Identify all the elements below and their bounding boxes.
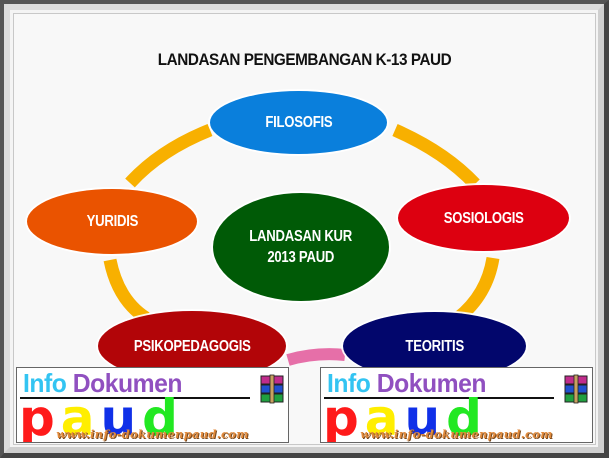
watermark-word-info: Info bbox=[327, 368, 371, 398]
watermark-divider bbox=[324, 397, 554, 399]
letter-p: p bbox=[19, 389, 61, 443]
node-filosofis-label: FILOSOFIS bbox=[264, 114, 333, 131]
center-line-1: LANDASAN KUR bbox=[249, 228, 353, 245]
watermark-logo-left: Info Dokumen paud www.info-dokumenpaud.c… bbox=[16, 367, 289, 443]
letter-u: u bbox=[404, 389, 447, 443]
watermark-heading: Info Dokumen bbox=[327, 369, 486, 397]
node-yuridis: YURIDIS bbox=[27, 189, 197, 254]
watermark-url: www.info-dokumenpaud.com bbox=[56, 427, 249, 441]
arc-psikopedagogis-teoritis bbox=[286, 348, 346, 366]
node-filosofis: FILOSOFIS bbox=[210, 91, 387, 154]
letter-a: a bbox=[60, 389, 101, 443]
watermark-paud: paud bbox=[19, 393, 184, 442]
letter-u: u bbox=[100, 389, 143, 443]
node-teoritis-label: TEORITIS bbox=[405, 337, 464, 355]
watermark-divider bbox=[20, 397, 250, 399]
center-line-2: 2013 PAUD bbox=[267, 249, 335, 266]
watermark-url: www.info-dokumenpaud.com bbox=[360, 427, 553, 441]
watermark-logo-right: Info Dokumen paud www.info-dokumenpaud.c… bbox=[320, 367, 593, 443]
arc-filosofis-yuridis bbox=[125, 123, 213, 188]
arc-filosofis-sosiologis bbox=[392, 124, 480, 189]
node-psikopedagogis-label: PSIKOPEDAGOGIS bbox=[133, 337, 251, 355]
watermark-word-dokumen: Dokumen bbox=[72, 368, 183, 398]
node-sosiologis: SOSIOLOGIS bbox=[398, 185, 569, 251]
watermark-word-dokumen: Dokumen bbox=[376, 368, 487, 398]
watermark-heading: Info Dokumen bbox=[23, 369, 182, 397]
winrar-archive-icon bbox=[564, 374, 588, 404]
node-sosiologis-label: SOSIOLOGIS bbox=[443, 209, 524, 227]
diagram-title: LANDASAN PENGEMBANGAN K-13 PAUD bbox=[157, 50, 452, 69]
letter-a: a bbox=[364, 389, 405, 443]
node-yuridis-label: YURIDIS bbox=[86, 213, 138, 230]
arc-yuridis-psikopedagogis bbox=[103, 258, 150, 324]
letter-p: p bbox=[323, 389, 365, 443]
node-center: LANDASAN KUR 2013 PAUD bbox=[213, 193, 389, 301]
watermark-word-info: Info bbox=[23, 368, 67, 398]
arc-sosiologis-teoritis bbox=[453, 256, 500, 324]
letter-d: d bbox=[446, 389, 488, 443]
letter-d: d bbox=[142, 389, 184, 443]
winrar-archive-icon bbox=[260, 374, 284, 404]
watermark-paud: paud bbox=[323, 393, 488, 442]
frame-bevel bbox=[4, 4, 604, 453]
